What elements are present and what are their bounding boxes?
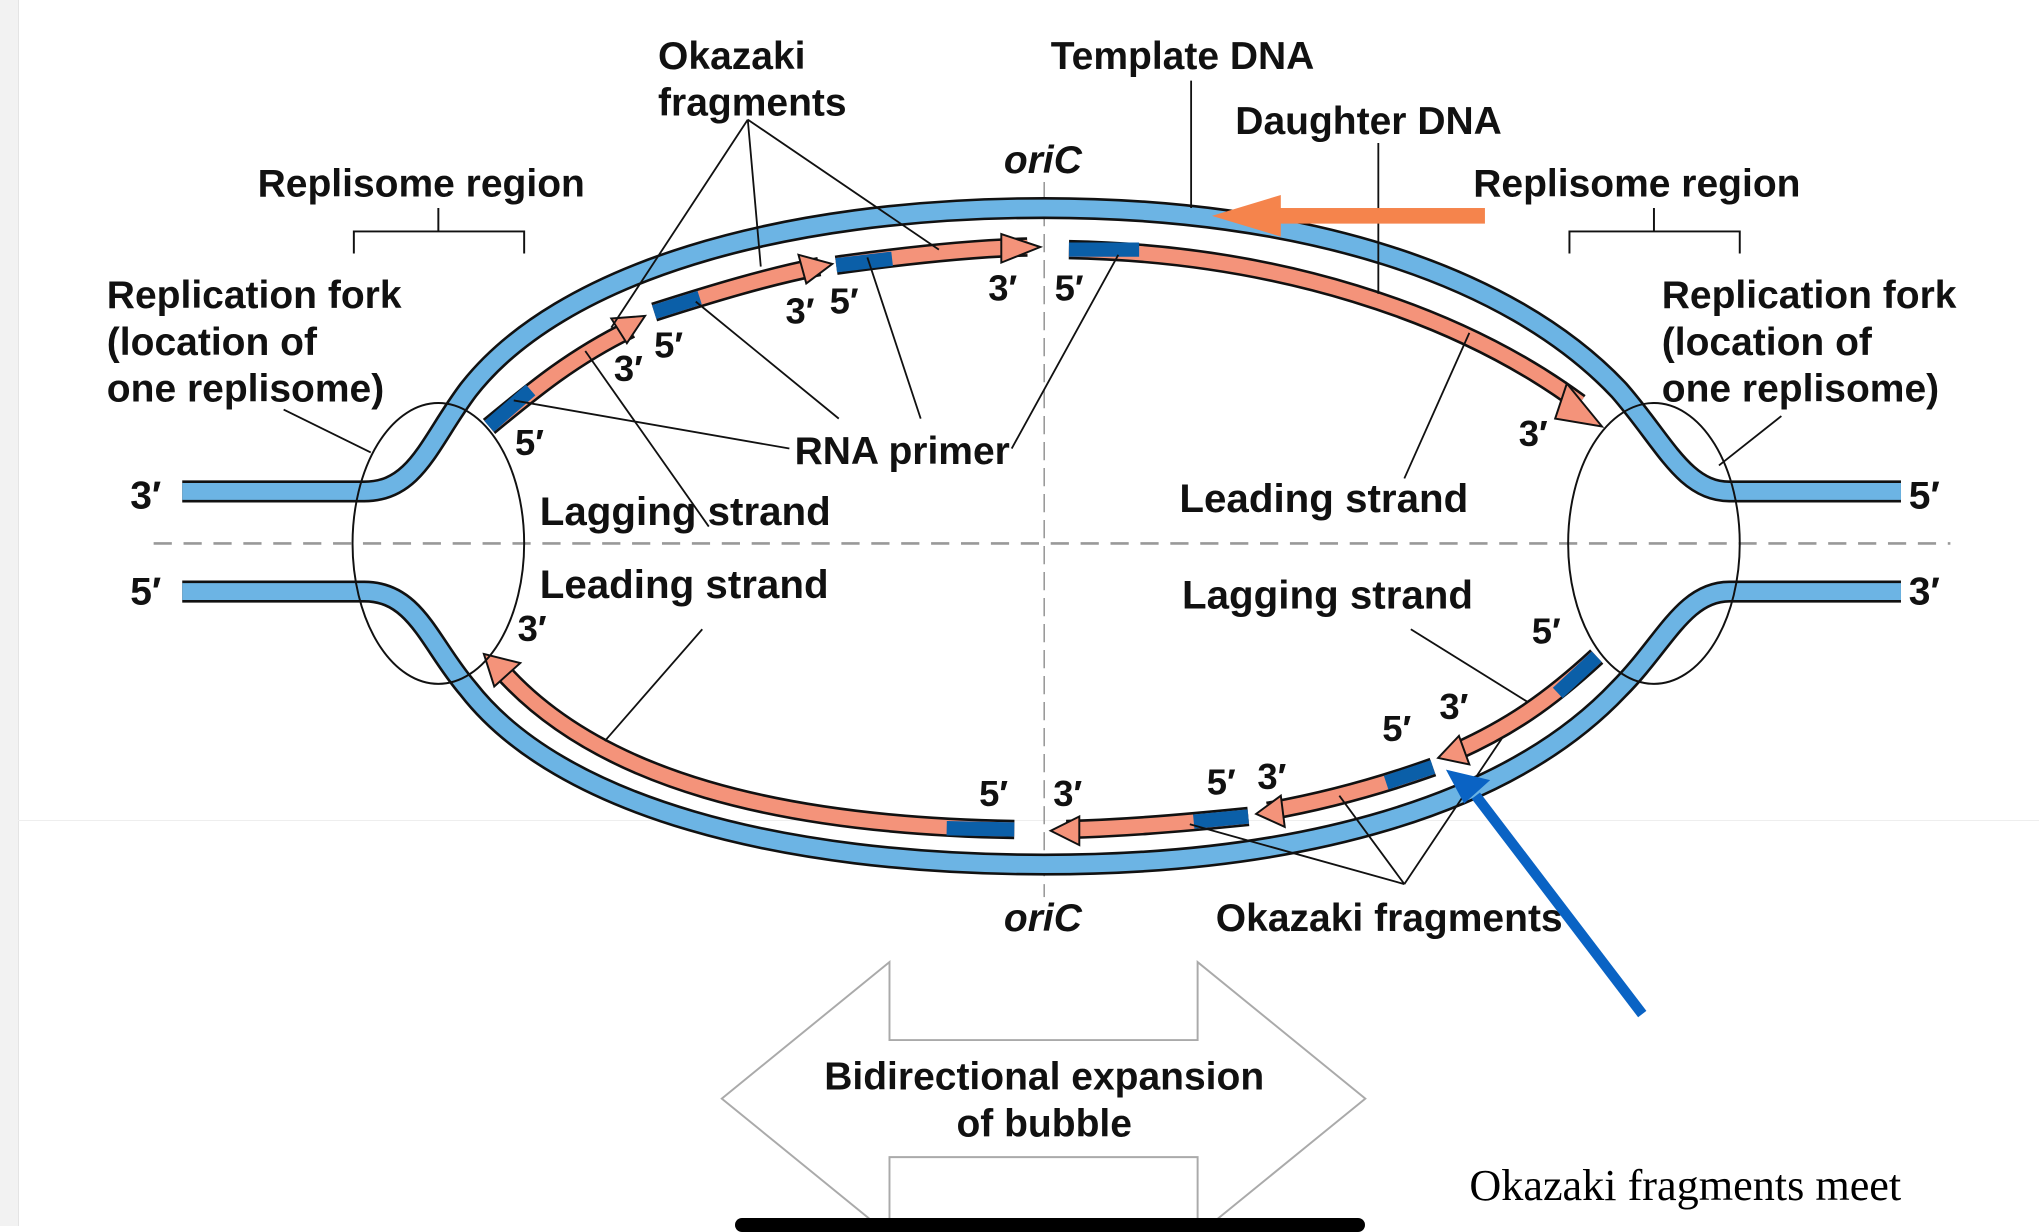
leading-strand-left-label: Leading strand: [540, 562, 829, 607]
prime-label: 5′: [1532, 611, 1561, 652]
bidirectional-label-line2: of bubble: [956, 1102, 1131, 1145]
replisome-bracket-left: [352, 208, 526, 254]
prime-label: 3′: [785, 291, 814, 332]
orange-annotation-arrow: [1211, 195, 1485, 237]
end-label-right-bottom: 3′: [1909, 571, 1940, 614]
okazaki-meet-note: Okazaki fragments meet: [1469, 1161, 1902, 1210]
replisome-region-left-label: Replisome region: [258, 162, 585, 205]
prime-label: 3′: [988, 267, 1017, 308]
replication-fork-right-line2: (location of: [1662, 321, 1873, 364]
bidirectional-label-line1: Bidirectional expansion: [824, 1055, 1264, 1098]
okazaki-fragment-top-3: [482, 314, 647, 434]
prime-label: 3′: [1257, 756, 1286, 797]
bottom-scroll-bar[interactable]: [735, 1218, 1365, 1232]
end-label-left-bottom: 5′: [130, 571, 161, 614]
replication-fork-right-line1: Replication fork: [1662, 274, 1957, 317]
prime-label: 3′: [1519, 413, 1548, 454]
replication-fork-left-line1: Replication fork: [107, 274, 402, 317]
prime-label: 5′: [515, 422, 544, 463]
lagging-strand-left-label: Lagging strand: [540, 489, 831, 534]
replisome-bracket-right: [1568, 208, 1741, 254]
prime-labels: 5′ 3′ 5′ 3′ 5′ 3′ 5′ 3′ 3′ 5′ 3′ 5′ 3′ 5…: [515, 267, 1561, 814]
bidirectional-arrow-shape: [720, 960, 1367, 1226]
rna-primer-label: RNA primer: [795, 430, 1010, 473]
page-divider: [18, 820, 2039, 821]
okazaki-label-top-line2: fragments: [658, 82, 847, 125]
lagging-strand-right-label: Lagging strand: [1182, 572, 1473, 617]
left-sidebar-strip: [0, 0, 19, 1226]
prime-label: 3′: [1439, 686, 1468, 727]
okazaki-fragment-top-1: [834, 232, 1044, 275]
oric-top-label: oriC: [1004, 139, 1083, 182]
replisome-ellipse-left: [351, 402, 526, 685]
prime-label: 5′: [654, 325, 683, 366]
blue-annotation-arrow: [1445, 769, 1647, 1018]
prime-label: 5′: [1207, 761, 1236, 802]
prime-label: 5′: [1382, 708, 1411, 749]
template-dna-bottom: [182, 580, 1901, 876]
replisome-ellipse-right: [1567, 402, 1741, 685]
leader-lines: [283, 80, 1782, 885]
prime-label: 3′: [1053, 773, 1082, 814]
template-dna-top: [182, 196, 1901, 503]
replication-fork-right-line3: one replisome): [1662, 368, 1939, 411]
replication-fork-left-line3: one replisome): [107, 368, 384, 411]
leading-strand-top-right: [1068, 239, 1605, 428]
okazaki-fragment-bottom-1: [1048, 806, 1250, 847]
prime-label: 5′: [1055, 267, 1084, 308]
oric-bottom-label: oriC: [1004, 897, 1083, 940]
okazaki-label-top-line1: Okazaki: [658, 35, 805, 78]
end-label-left-top: 3′: [130, 474, 161, 517]
okazaki-fragment-bottom-3: [1436, 649, 1604, 766]
prime-label: 3′: [518, 608, 547, 649]
replication-fork-left-line2: (location of: [107, 321, 318, 364]
leading-strand-bottom-left: [482, 652, 1015, 840]
daughter-dna-label: Daughter DNA: [1235, 100, 1502, 143]
template-dna-label: Template DNA: [1051, 35, 1315, 78]
okazaki-fragment-top-2: [651, 253, 835, 322]
prime-label: 5′: [979, 773, 1008, 814]
replisome-region-right-label: Replisome region: [1473, 162, 1800, 205]
okazaki-fragments-bottom-label: Okazaki fragments: [1216, 897, 1563, 940]
end-label-right-top: 5′: [1909, 474, 1940, 517]
prime-label: 5′: [830, 280, 859, 321]
okazaki-fragment-bottom-2: [1254, 757, 1437, 829]
prime-label: 3′: [614, 348, 643, 389]
leading-strand-right-label: Leading strand: [1179, 476, 1468, 521]
